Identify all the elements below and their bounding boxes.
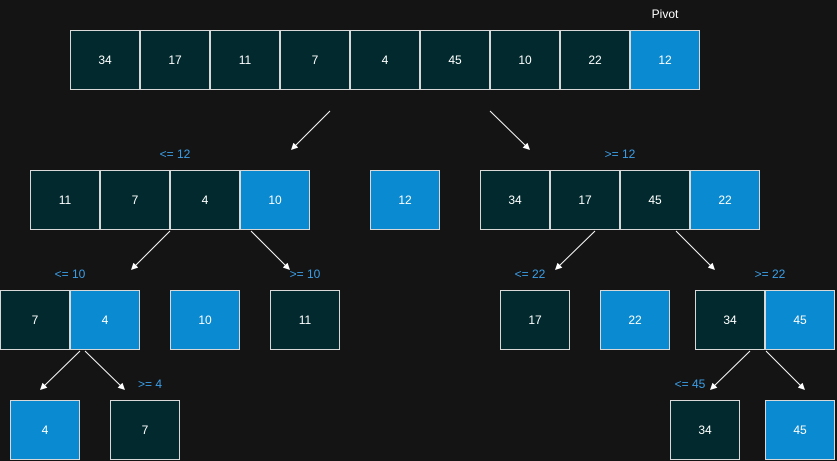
arrow-l1right-left bbox=[554, 230, 596, 270]
partition-label-ge-10: >= 10 bbox=[289, 267, 321, 281]
l2-pivot-cell: 4 bbox=[70, 290, 140, 350]
l3-cell: 34 bbox=[670, 400, 740, 460]
arrow-root-right bbox=[489, 110, 531, 150]
l1-left-pivot-cell: 10 bbox=[240, 170, 310, 230]
root-cell: 11 bbox=[210, 30, 280, 90]
l1-left-cell: 7 bbox=[100, 170, 170, 230]
l2-cell: 34 bbox=[695, 290, 765, 350]
root-cell: 45 bbox=[420, 30, 490, 90]
partition-label-le-22: <= 22 bbox=[514, 267, 546, 281]
root-cell: 17 bbox=[140, 30, 210, 90]
arrow-root-left bbox=[291, 110, 331, 150]
partition-label-le-12: <= 12 bbox=[159, 147, 191, 161]
partition-label-ge-22: >= 22 bbox=[754, 267, 786, 281]
root-cell: 34 bbox=[70, 30, 140, 90]
l1-right-pivot-cell: 22 bbox=[690, 170, 760, 230]
arrow-l1right-right bbox=[675, 230, 715, 270]
partition-label-le-10: <= 10 bbox=[54, 267, 86, 281]
arrow-l1left-right bbox=[250, 230, 290, 270]
root-pivot-cell: 12 bbox=[630, 30, 700, 90]
l2-cell: 11 bbox=[270, 290, 340, 350]
l2-pivot-cell: 22 bbox=[600, 290, 670, 350]
root-cell: 7 bbox=[280, 30, 350, 90]
arrow-l2a-right bbox=[84, 350, 126, 390]
l1-left-cell: 11 bbox=[30, 170, 100, 230]
arrow-l2b-left bbox=[709, 350, 751, 390]
l2-cell: 7 bbox=[0, 290, 70, 350]
l2-pivot-cell: 10 bbox=[170, 290, 240, 350]
root-cell: 22 bbox=[560, 30, 630, 90]
arrow-l2a-left bbox=[39, 350, 81, 390]
l1-pivot-cell: 12 bbox=[370, 170, 440, 230]
partition-label-ge-12: >= 12 bbox=[604, 147, 636, 161]
l1-left-cell: 4 bbox=[170, 170, 240, 230]
l3-cell: 45 bbox=[765, 400, 835, 460]
l3-cell: 7 bbox=[110, 400, 180, 460]
l1-right-cell: 17 bbox=[550, 170, 620, 230]
l3-cell: 4 bbox=[10, 400, 80, 460]
arrow-l2b-right bbox=[765, 350, 805, 390]
pivot-label: Pivot bbox=[651, 7, 679, 21]
partition-label-le-45: <= 45 bbox=[674, 377, 706, 391]
l2-pivot-cell: 45 bbox=[765, 290, 835, 350]
root-cell: 4 bbox=[350, 30, 420, 90]
l2-cell: 17 bbox=[500, 290, 570, 350]
l1-right-cell: 45 bbox=[620, 170, 690, 230]
partition-label-ge-4: >= 4 bbox=[137, 377, 163, 391]
l1-right-cell: 34 bbox=[480, 170, 550, 230]
arrow-l1left-left bbox=[131, 230, 171, 270]
root-cell: 10 bbox=[490, 30, 560, 90]
